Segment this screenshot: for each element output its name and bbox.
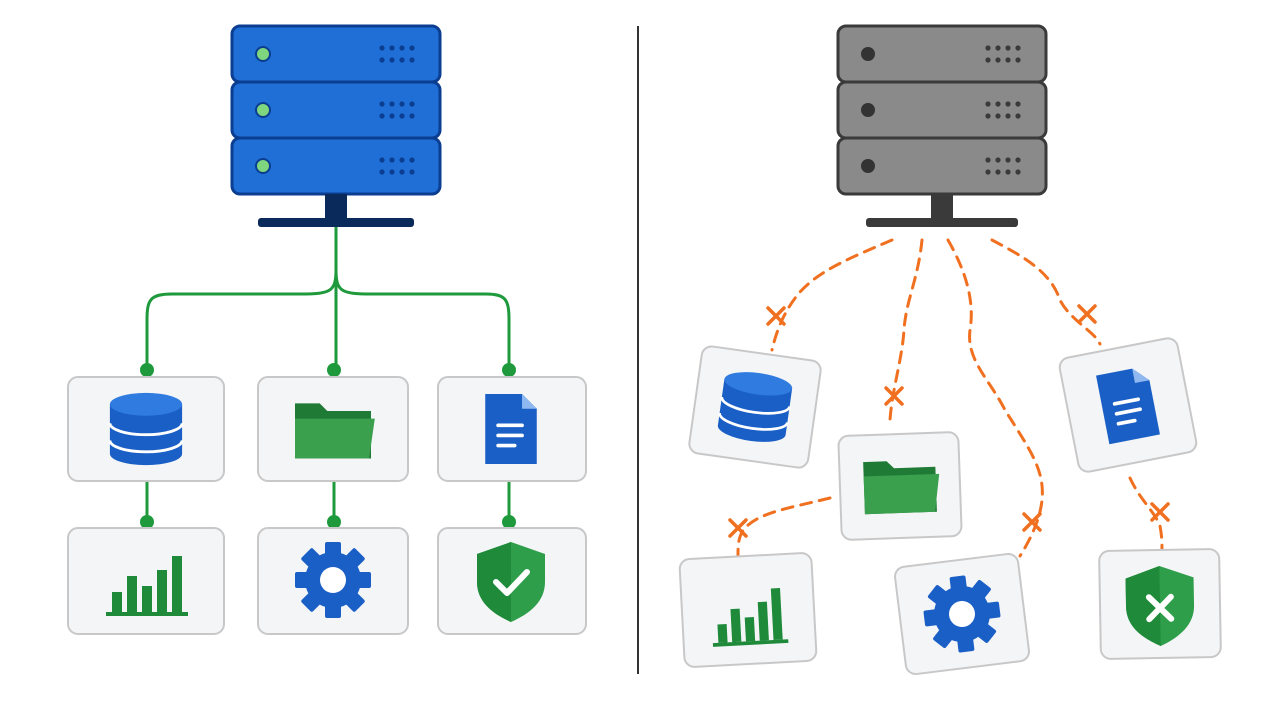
status-light [861, 159, 875, 173]
status-light [861, 103, 875, 117]
security-card [437, 527, 587, 635]
folder-card [257, 376, 409, 482]
security-card [1098, 548, 1222, 660]
document-icon [485, 394, 537, 464]
break-x-icon [1150, 502, 1170, 522]
break-x-icon [766, 306, 786, 326]
database-card [67, 376, 225, 482]
server-icon [230, 24, 442, 227]
server-icon [836, 24, 1048, 227]
left-panel-connected [67, 24, 587, 635]
settings-card [894, 552, 1030, 676]
database-icon [108, 391, 184, 467]
folder-card [837, 431, 963, 541]
break-x-icon [728, 518, 748, 538]
chart-card [678, 552, 818, 668]
broken-connection-lines [736, 238, 1164, 558]
shield-x-icon [1125, 565, 1195, 647]
connection-nodes [140, 363, 516, 529]
document-card [437, 376, 587, 482]
status-light [255, 46, 271, 62]
chart-card [67, 527, 225, 635]
status-light [255, 102, 271, 118]
settings-card [257, 527, 409, 635]
database-card [688, 345, 822, 469]
shield-check-icon [477, 542, 545, 622]
folder-icon [295, 403, 375, 459]
break-x-icon [1077, 304, 1097, 324]
gear-icon [295, 542, 371, 618]
status-light [861, 47, 875, 61]
document-card [1058, 337, 1198, 473]
right-panel-disconnected [678, 24, 1222, 676]
status-light [255, 158, 271, 174]
database-icon [715, 367, 795, 447]
